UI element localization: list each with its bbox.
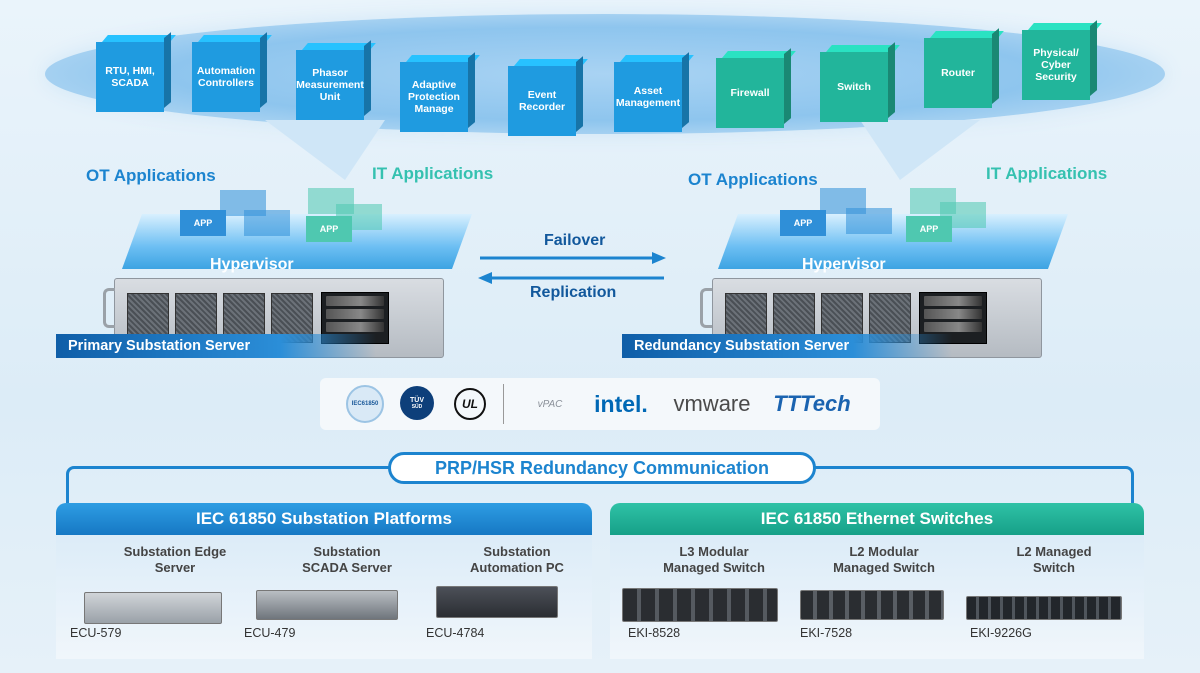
tttech-logo: TTTech [770,388,854,420]
app-tile [846,208,892,234]
eki-8528-device [622,588,778,622]
tuv-logo-subtext: SÜD [411,403,423,410]
app-cube: Phasor Measurement Unit [296,50,364,120]
model-label: EKI-8528 [628,626,681,640]
app-cube-label: Adaptive Protection Manage [408,78,460,116]
app-cube-label: Switch [837,80,871,93]
app-cube: RTU, HMI, SCADA [96,42,164,112]
model-label: ECU-4784 [426,626,485,640]
virtualization-layer [717,214,1069,269]
tttech-logo-text: TTTech [773,391,851,416]
funnel-right [860,120,980,180]
vmware-logo: vmware [664,388,760,420]
replication-arrowhead [478,272,492,284]
model-label: ECU-479 [244,626,296,640]
ecu-479-device [256,590,398,620]
ecu-4784-device [436,586,558,618]
app-cube-label: Event Recorder [518,88,566,113]
model-label: EKI-7528 [800,626,853,640]
hypervisor-label: Hypervisor [802,256,886,273]
app-tile-label: APP [793,218,813,228]
replication-label: Replication [530,284,617,301]
tuv-logo-text: TÜV [410,396,424,404]
ul-logo: UL [454,388,486,420]
rack-handle [103,288,115,328]
primary-server-label: Primary Substation Server [56,334,376,358]
hypervisor-label: Hypervisor [210,256,294,273]
app-cube-label: Firewall [730,86,770,99]
switch-title: L3 Modular Managed Switch [663,544,765,575]
app-tile: APP [306,216,352,242]
vmware-logo-text: vmware [673,391,751,416]
redundancy-server-label: Redundancy Substation Server [622,334,952,358]
app-cube: Asset Management [614,62,682,132]
switch-title: L2 Managed Switch [1016,544,1092,575]
failover-label: Failover [544,232,606,249]
model-label: EKI-9226G [970,626,1032,640]
platform-title: Substation Edge Server [123,544,227,575]
logo-divider [503,384,504,424]
platform-title: Substation Automation PC [470,544,564,575]
app-tile: APP [780,210,826,236]
eki-9226g-device [966,596,1122,620]
intel-logo-text: intel. [594,390,648,417]
app-cube-label: RTU, HMI, SCADA [105,64,155,89]
app-cube: Router [924,38,992,108]
ul-logo-text: UL [462,397,478,411]
app-cube-label: Asset Management [615,84,681,109]
vpac-logo-text: vPAC [537,398,563,410]
it-applications-label: IT Applications [986,164,1108,183]
ot-applications-label: OT Applications [86,166,216,185]
iec-logo-text: IEC61850 [351,401,379,407]
ot-applications-label: OT Applications [688,170,818,189]
app-tile [244,210,290,236]
app-cube: Switch [820,52,888,122]
failover-replication-arrows [478,252,666,284]
failover-arrowhead [652,252,666,264]
app-cube: Event Recorder [508,66,576,136]
app-cube-label: Automation Controllers [196,64,256,89]
it-applications-label: IT Applications [372,164,494,183]
virtualization-layer [121,214,473,269]
app-tile: APP [906,216,952,242]
intel-logo: intel. [592,388,650,420]
app-tile-label: APP [193,218,213,228]
model-label: ECU-579 [70,626,122,640]
app-tile: APP [180,210,226,236]
iec61850-logo: IEC61850 [346,385,384,423]
rack-handle [700,288,712,328]
app-cube: Physical/ Cyber Security [1022,30,1090,100]
platforms-header: IEC 61850 Substation Platforms [56,503,592,535]
app-tile-label: APP [919,224,939,234]
app-cube-label: Physical/ Cyber Security [1033,46,1079,84]
app-cube: Firewall [716,58,784,128]
eki-7528-device [800,590,944,620]
platform-title: Substation SCADA Server [302,544,392,575]
switches-header: IEC 61850 Ethernet Switches [610,503,1144,535]
vpac-logo: vPAC [520,388,580,420]
ecu-579-device [84,592,222,624]
app-cube-label: Phasor Measurement Unit [296,66,364,104]
app-cube: Automation Controllers [192,42,260,112]
funnel-left [265,120,385,180]
prp-hsr-title: PRP/HSR Redundancy Communication [388,452,816,484]
app-cube: Adaptive Protection Manage [400,62,468,132]
switch-title: L2 Modular Managed Switch [833,544,935,575]
app-cube-label: Router [941,66,975,79]
app-tile-label: APP [319,224,339,234]
